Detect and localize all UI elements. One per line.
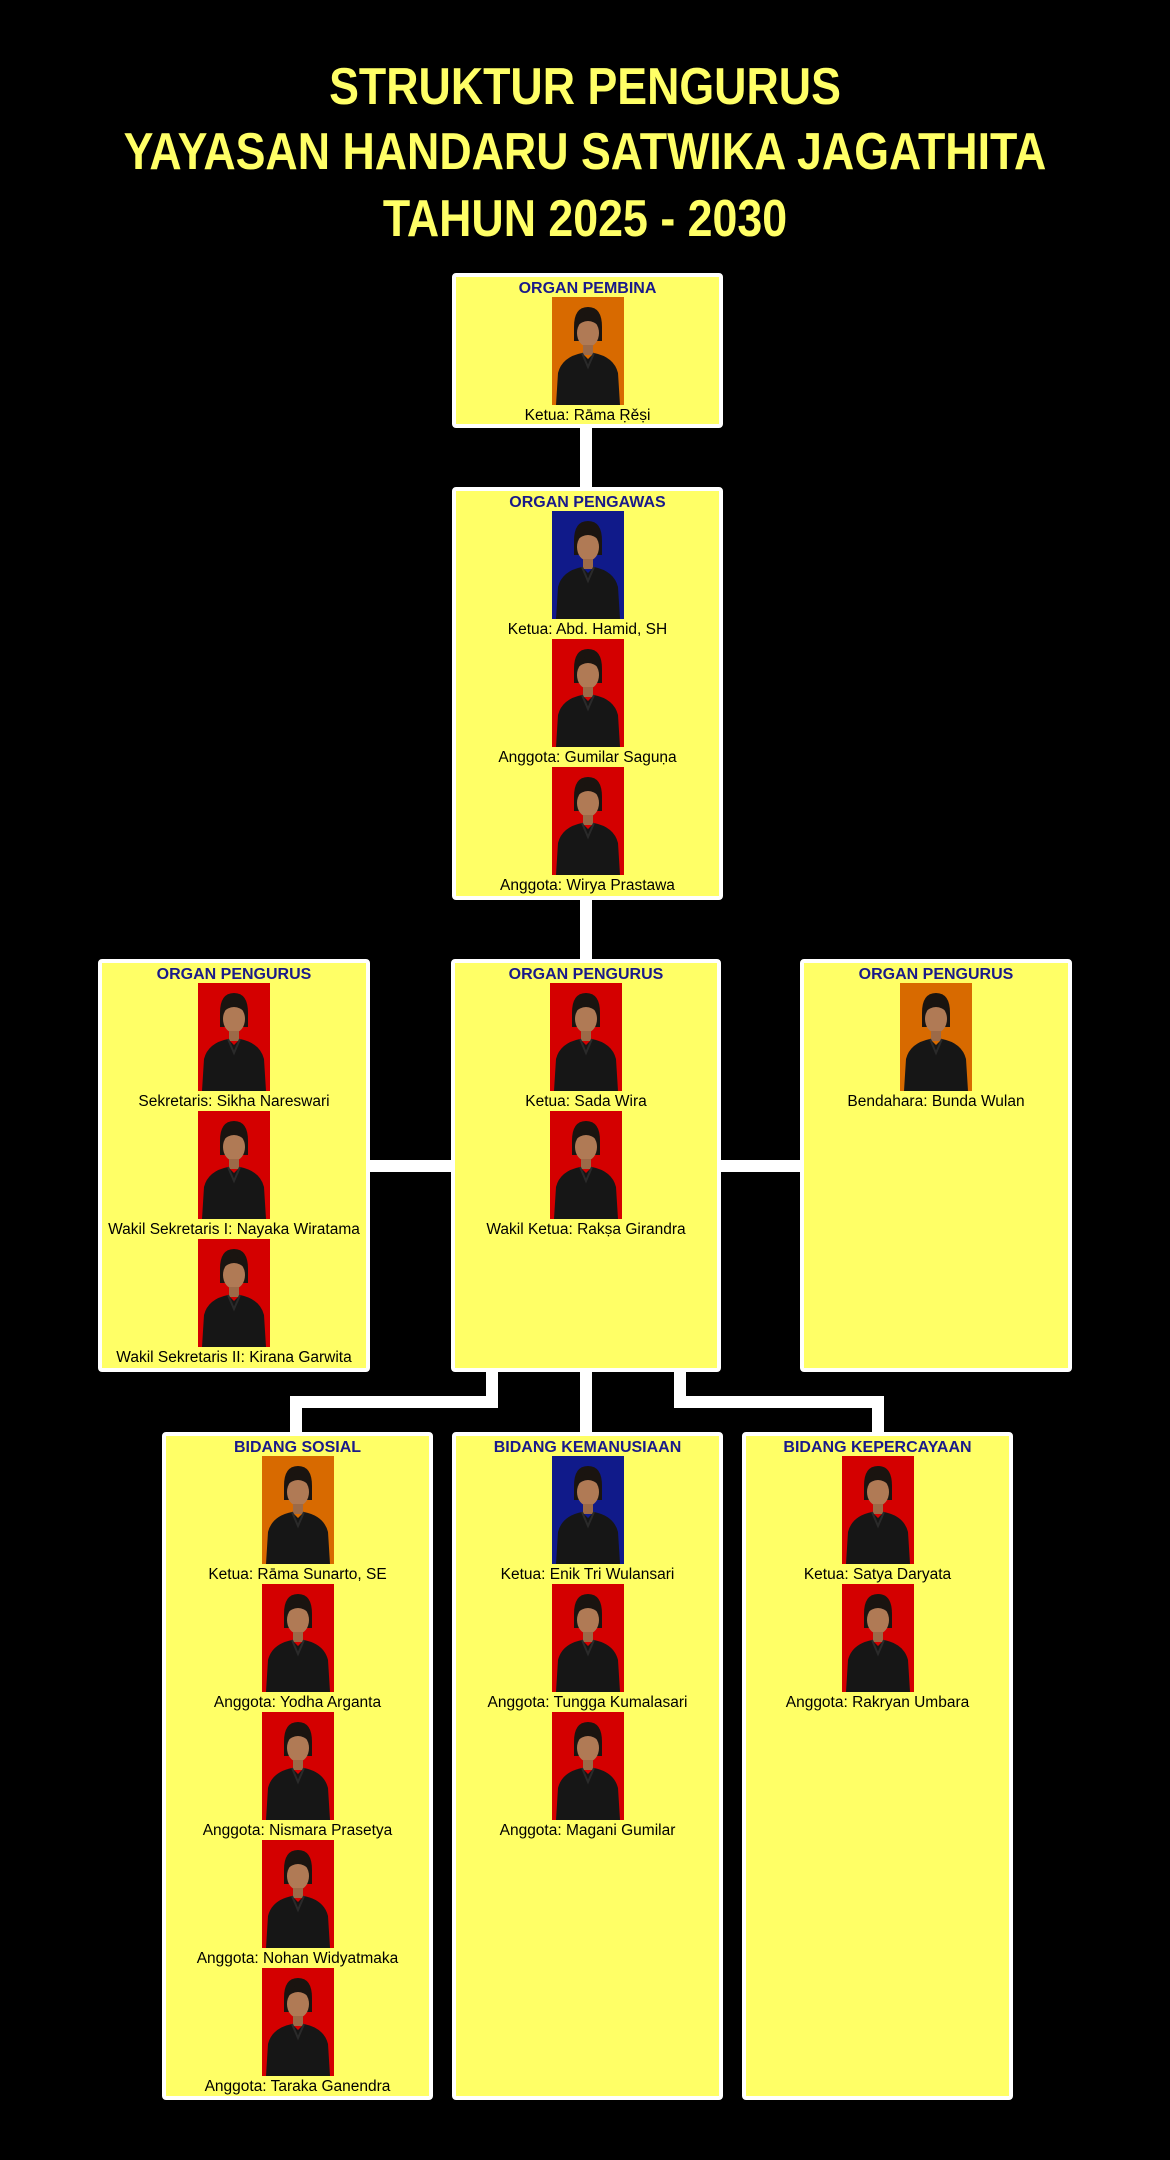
title-line-3: TAHUN 2025 - 2030: [382, 190, 788, 248]
member-photo: [261, 1840, 334, 1948]
member-card: Ketua: Rāma Ṛěṣi: [456, 297, 719, 425]
member-card: Anggota: Taraka Ganendra: [166, 1968, 429, 2096]
member-photo: [551, 1456, 624, 1564]
member-photo: [550, 983, 622, 1091]
member-photo: [261, 1456, 334, 1564]
member-caption: Bendahara: Bunda Wulan: [847, 1093, 1025, 1110]
title-line-2: YAYASAN HANDARU SATWIKA JAGATHITA: [123, 123, 1047, 181]
member-caption: Anggota: Tungga Kumalasari: [487, 1694, 688, 1711]
member-photo: [261, 1584, 334, 1692]
member-card: Anggota: Yodha Arganta: [166, 1584, 429, 1712]
member-card: Anggota: Nohan Widyatmaka: [166, 1840, 429, 1968]
member-caption: Ketua: Rāma Ṛěṣi: [524, 407, 651, 424]
member-card: Anggota: Nismara Prasetya: [166, 1712, 429, 1840]
box-title: ORGAN PENGAWAS: [509, 494, 666, 511]
member-caption: Ketua: Satya Daryata: [803, 1566, 952, 1583]
member-photo: [841, 1584, 914, 1692]
member-card: Ketua: Sada Wira: [455, 983, 717, 1111]
title-line-1: STRUKTUR PENGURUS: [329, 58, 841, 116]
connector-center-sosial-v2: [290, 1396, 302, 1436]
connector-center-right: [716, 1160, 804, 1172]
box-bidang-sosial: BIDANG SOSIAL Ketua: Rāma Sunarto, SE Angg…: [162, 1432, 433, 2100]
member-caption: Sekretaris: Sikha Nareswari: [138, 1093, 330, 1110]
member-card: Anggota: Rakryan Umbara: [746, 1584, 1009, 1712]
member-photo: [198, 983, 270, 1091]
member-photo: [900, 983, 972, 1091]
member-card: Sekretaris: Sikha Nareswari: [102, 983, 366, 1111]
connector-center-sosial-h: [290, 1396, 498, 1408]
member-card: Ketua: Abd. Hamid, SH: [456, 511, 719, 639]
member-caption: Anggota: Rakryan Umbara: [785, 1694, 970, 1711]
member-card: Bendahara: Bunda Wulan: [804, 983, 1068, 1111]
member-photo: [551, 639, 624, 747]
member-photo: [261, 1968, 334, 2076]
member-card: Anggota: Magani Gumilar: [456, 1712, 719, 1840]
connector-center-kepercayaan-h: [674, 1396, 884, 1408]
box-organ-pengurus-right: ORGAN PENGURUS Bendahara: Bunda Wulan: [800, 959, 1072, 1372]
member-photo: [261, 1712, 334, 1820]
connector-left-center: [367, 1160, 455, 1172]
box-title: BIDANG KEPERCAYAAN: [783, 1439, 972, 1456]
connector-center-kemanusiaan: [580, 1370, 592, 1436]
member-caption: Wakil Sekretaris I: Nayaka Wiratama: [108, 1221, 360, 1238]
member-card: Wakil Sekretaris I: Nayaka Wiratama: [102, 1111, 366, 1239]
member-photo: [841, 1456, 914, 1564]
member-photo: [550, 1111, 622, 1219]
box-title: ORGAN PEMBINA: [518, 280, 657, 297]
box-title: ORGAN PENGURUS: [858, 966, 1014, 983]
member-photo: [551, 1712, 624, 1820]
member-photo: [551, 1584, 624, 1692]
member-caption: Wakil Sekretaris II: Kirana Garwita: [116, 1349, 352, 1366]
box-organ-pengurus-left: ORGAN PENGURUS Sekretaris: Sikha Nareswar…: [98, 959, 370, 1372]
box-bidang-kemanusiaan: BIDANG KEMANUSIAAN Ketua: Enik Tri Wulans…: [452, 1432, 723, 2100]
member-caption: Anggota: Nohan Widyatmaka: [196, 1950, 399, 1967]
member-caption: Wakil Ketua: Rakṣa Girandra: [486, 1221, 686, 1238]
member-card: Anggota: Gumilar Saguṇa: [456, 639, 719, 767]
member-card: Anggota: Wirya Prastawa: [456, 767, 719, 895]
member-caption: Anggota: Taraka Ganendra: [204, 2078, 391, 2095]
member-photo: [198, 1239, 270, 1347]
member-photo: [551, 767, 624, 875]
member-card: Ketua: Enik Tri Wulansari: [456, 1456, 719, 1584]
member-caption: Anggota: Magani Gumilar: [499, 1822, 676, 1839]
connector-center-kepercayaan-v2: [872, 1396, 884, 1436]
connector-pengawas-pengurus: [580, 896, 592, 962]
member-card: Wakil Ketua: Rakṣa Girandra: [455, 1111, 717, 1239]
box-title: ORGAN PENGURUS: [508, 966, 664, 983]
member-caption: Anggota: Wirya Prastawa: [500, 877, 675, 894]
box-title: BIDANG KEMANUSIAAN: [493, 1439, 682, 1456]
connector-pembina-pengawas: [580, 424, 592, 490]
member-caption: Ketua: Sada Wira: [525, 1093, 647, 1110]
member-photo: [551, 511, 624, 619]
member-card: Wakil Sekretaris II: Kirana Garwita: [102, 1239, 366, 1367]
member-caption: Anggota: Yodha Arganta: [213, 1694, 382, 1711]
member-caption: Anggota: Nismara Prasetya: [202, 1822, 393, 1839]
box-title: ORGAN PENGURUS: [156, 966, 312, 983]
member-card: Anggota: Tungga Kumalasari: [456, 1584, 719, 1712]
member-caption: Anggota: Gumilar Saguṇa: [498, 749, 677, 766]
member-caption: Ketua: Rāma Sunarto, SE: [208, 1566, 387, 1583]
member-caption: Ketua: Abd. Hamid, SH: [507, 621, 668, 638]
box-organ-pembina: ORGAN PEMBINA Ketua: Rāma Ṛěṣi: [452, 273, 723, 428]
member-photo: [551, 297, 624, 405]
member-caption: Ketua: Enik Tri Wulansari: [500, 1566, 675, 1583]
member-card: Ketua: Satya Daryata: [746, 1456, 1009, 1584]
box-organ-pengawas: ORGAN PENGAWAS Ketua: Abd. Hamid, SH Anggo…: [452, 487, 723, 900]
member-card: Ketua: Rāma Sunarto, SE: [166, 1456, 429, 1584]
box-title: BIDANG SOSIAL: [233, 1439, 362, 1456]
member-photo: [198, 1111, 270, 1219]
